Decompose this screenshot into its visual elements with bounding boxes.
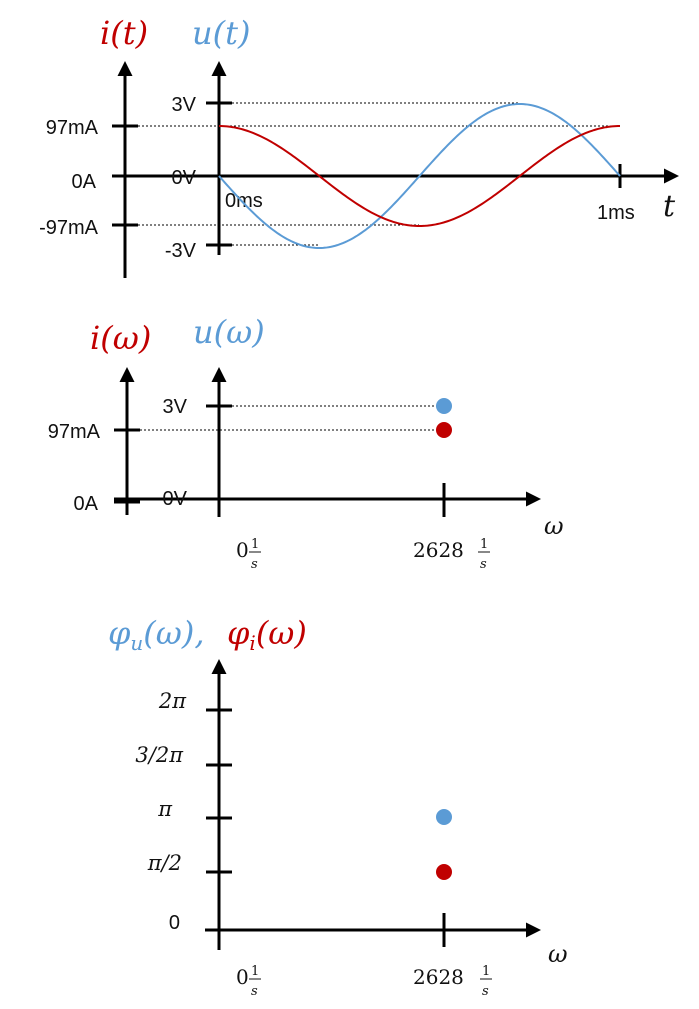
voltage-curve (218, 102, 621, 250)
freq-value: 0 (236, 965, 249, 989)
amplitude-current-tick-label: 0A (74, 493, 99, 515)
phase-tick-label: 2π (158, 689, 187, 713)
phase-title: φu(ω), φi(ω) (108, 614, 307, 655)
current-curve (218, 125, 621, 228)
phase-x-axis-label: ω (548, 940, 568, 968)
phase-freq-tick-label-0: 0 1 s (236, 964, 261, 999)
phase-voltage-title-symbol: φ (108, 614, 131, 652)
current-amplitude-point (436, 422, 452, 438)
phase-plot: φu(ω), φi(ω) 2π 3/2π π π/2 0 0 1 s 2628 … (108, 614, 568, 999)
current-phase-point (436, 864, 452, 880)
phase-voltage-title-arg: (ω), (143, 614, 204, 652)
time-voltage-tick-label: 3V (172, 94, 197, 116)
time-current-tick-label: -97mA (39, 217, 99, 239)
freq-unit-denominator: s (251, 984, 258, 999)
phase-voltage-title-sub: u (130, 631, 143, 655)
amplitude-plot: i(ω) u(ω) 97mA 0A 3V 0V 0 1 s 2628 1 s ω (48, 313, 564, 572)
phase-current-title-symbol: φ (227, 614, 250, 652)
time-tick-label: 0ms (225, 190, 263, 212)
freq-unit-denominator: s (251, 557, 258, 572)
freq-value: 0 (236, 538, 249, 562)
phase-tick-label: π/2 (147, 851, 182, 875)
time-voltage-tick-label: -3V (165, 240, 197, 262)
amplitude-voltage-tick-label: 0V (163, 488, 188, 510)
voltage-phase-point (436, 809, 452, 825)
voltage-amplitude-point (436, 398, 452, 414)
phase-tick-label: 3/2π (135, 743, 184, 767)
phase-freq-tick-label-2628: 2628 1 s (413, 964, 492, 999)
freq-value: 2628 (413, 965, 464, 989)
time-current-tick-label: 97mA (46, 117, 99, 139)
svg-text:φi(ω): φi(ω) (227, 614, 307, 655)
freq-unit-numerator: 1 (251, 964, 259, 979)
freq-unit-numerator: 1 (480, 537, 488, 552)
freq-tick-label-2628: 2628 1 s (413, 537, 490, 572)
amplitude-x-axis-label: ω (544, 512, 564, 540)
time-tick-label: 1ms (597, 202, 635, 224)
amplitude-voltage-tick-label: 3V (163, 396, 188, 418)
phase-tick-label: π (157, 797, 173, 821)
phase-current-title-arg: (ω) (256, 614, 307, 652)
freq-tick-label-0: 0 1 s (236, 537, 261, 572)
phase-tick-label: 0 (169, 912, 180, 934)
time-voltage-title: u(t) (192, 14, 250, 52)
amplitude-current-title: i(ω) (90, 319, 151, 357)
time-plot: i(t) u(t) 97mA 0A -97mA 3V 0V -3V 0ms 1m… (39, 14, 679, 278)
freq-unit-denominator: s (482, 984, 489, 999)
phase-current-title-sub: i (249, 631, 255, 655)
freq-unit-numerator: 1 (482, 964, 490, 979)
time-voltage-tick-label: 0V (172, 167, 197, 189)
time-x-axis-label: t (663, 189, 676, 224)
freq-unit-numerator: 1 (251, 537, 259, 552)
time-current-title: i(t) (100, 14, 148, 52)
svg-text:φu(ω),: φu(ω), (108, 614, 205, 655)
amplitude-current-tick-label: 97mA (48, 421, 101, 443)
amplitude-voltage-title: u(ω) (193, 313, 265, 351)
time-current-tick-label: 0A (72, 171, 97, 193)
freq-value: 2628 (413, 538, 464, 562)
freq-unit-denominator: s (480, 557, 487, 572)
